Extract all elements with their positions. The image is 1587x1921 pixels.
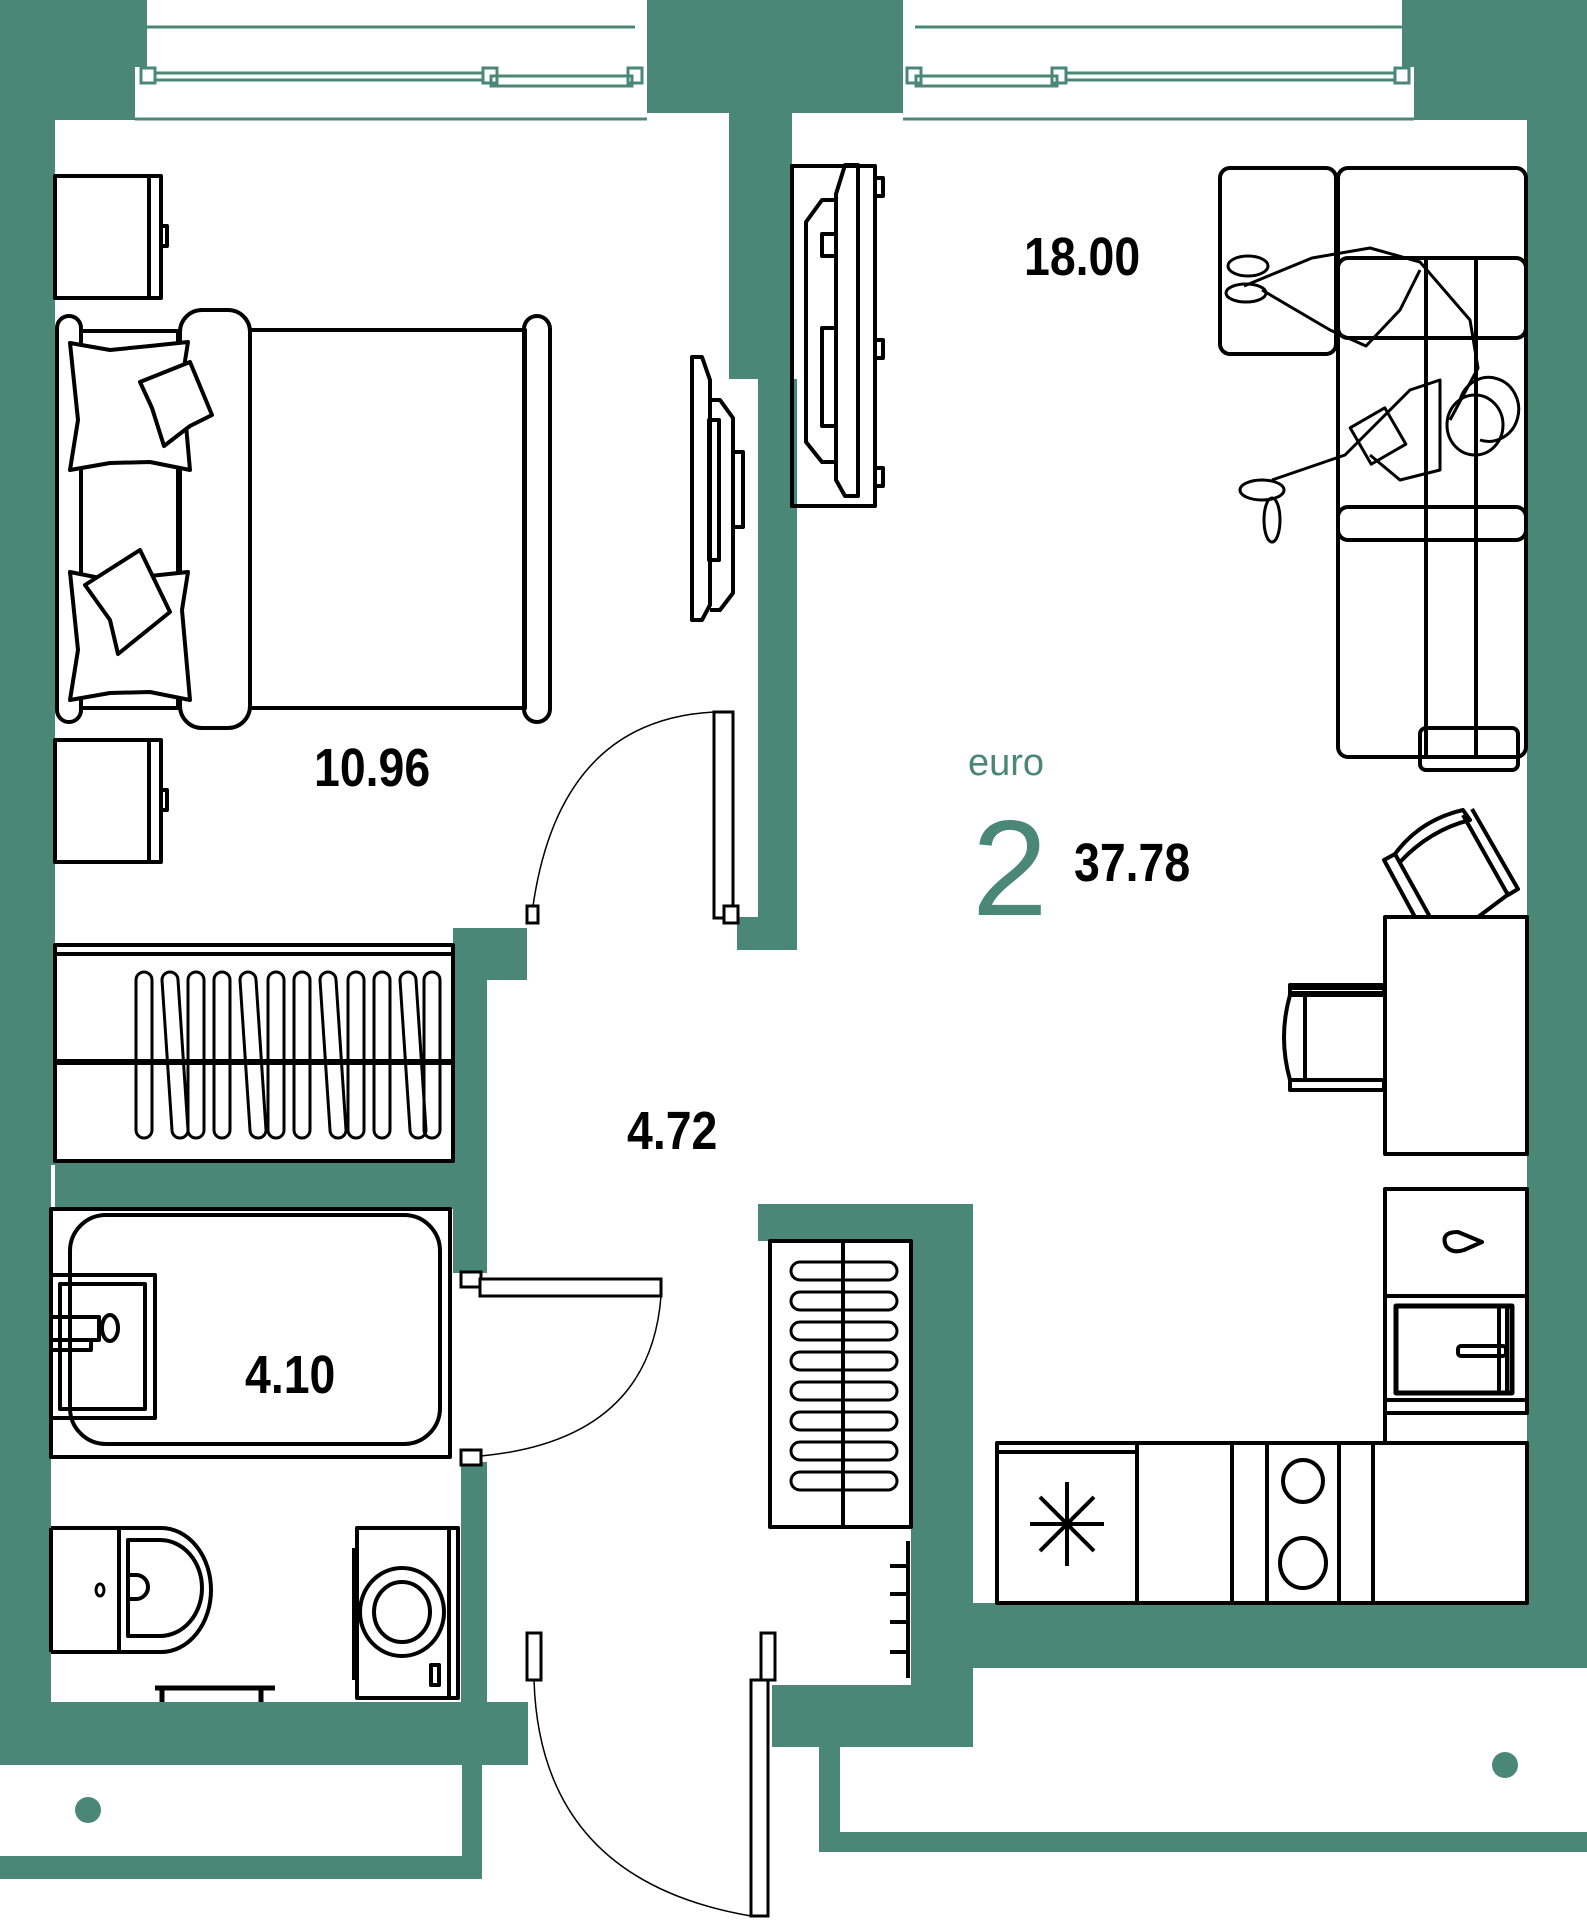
- dining-table-icon: [1282, 808, 1529, 1156]
- layout-type-label: euro: [968, 742, 1045, 784]
- bed-icon: [55, 308, 552, 730]
- nightstand-icon: [53, 738, 163, 864]
- snowflake-icon: [1030, 1482, 1104, 1566]
- sink-icon: [49, 1273, 157, 1420]
- tv-unit-icon: [790, 163, 885, 508]
- water-drop-icon: [1442, 1230, 1484, 1254]
- coat-rack-icon: [768, 1239, 913, 1678]
- sofa-icon: [1218, 166, 1528, 772]
- windows: [135, 25, 1414, 121]
- room-count-label: 2: [972, 792, 1048, 944]
- bedroom-area-label: 10.96: [314, 738, 431, 798]
- bathroom-area-label: 4.10: [245, 1345, 336, 1405]
- kitchen-counter-icon: [995, 1187, 1529, 1605]
- tv-stand-icon: [690, 355, 745, 622]
- doors: [459, 710, 777, 1918]
- toilet-icon: [49, 1526, 275, 1702]
- washing-machine-icon: [352, 1526, 460, 1700]
- living-area-label: 18.00: [1024, 227, 1141, 287]
- furniture: [49, 163, 1529, 1702]
- wardrobe-icon: [53, 943, 455, 1163]
- people-icon: [1224, 246, 1521, 544]
- total-area-label: 37.78: [1074, 833, 1191, 893]
- nightstand-icon: [53, 174, 163, 300]
- walls: [0, 0, 1587, 1879]
- hallway-area-label: 4.72: [627, 1101, 718, 1161]
